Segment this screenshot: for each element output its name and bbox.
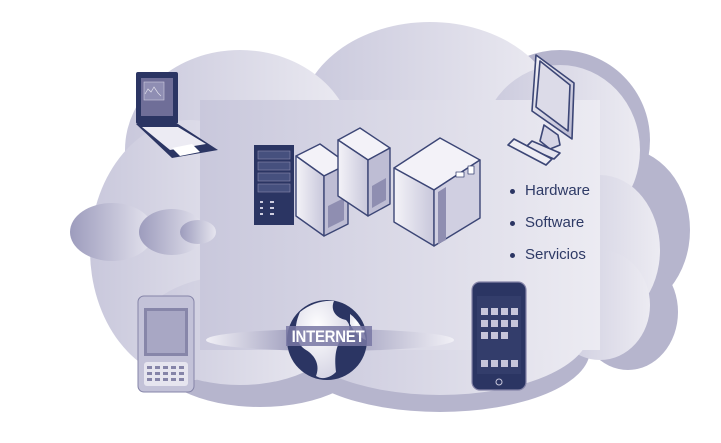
cloud-services-list: Hardware Software Servicios — [510, 175, 590, 271]
bullet-label: Software — [525, 214, 585, 231]
pda-phone-icon — [137, 295, 195, 393]
list-item-servicios: Servicios — [510, 239, 590, 271]
bullet-icon — [510, 220, 515, 226]
bullet-icon — [510, 188, 515, 194]
server-rack-icon — [254, 145, 294, 225]
smartphone-icon — [471, 281, 527, 391]
tower-server-2-icon — [337, 127, 391, 217]
bullet-icon — [510, 252, 515, 258]
list-item-software: Software — [510, 207, 590, 239]
mainframe-icon — [393, 137, 481, 247]
bullet-label: Servicios — [525, 246, 586, 263]
list-item-hardware: Hardware — [510, 175, 590, 207]
desktop-monitor-icon — [507, 54, 575, 166]
bullet-label: Hardware — [525, 182, 591, 199]
laptop-icon — [136, 72, 218, 158]
internet-label-band — [286, 326, 372, 346]
internet-label: INTERNET — [291, 327, 365, 346]
cloud-puffs — [70, 203, 216, 261]
